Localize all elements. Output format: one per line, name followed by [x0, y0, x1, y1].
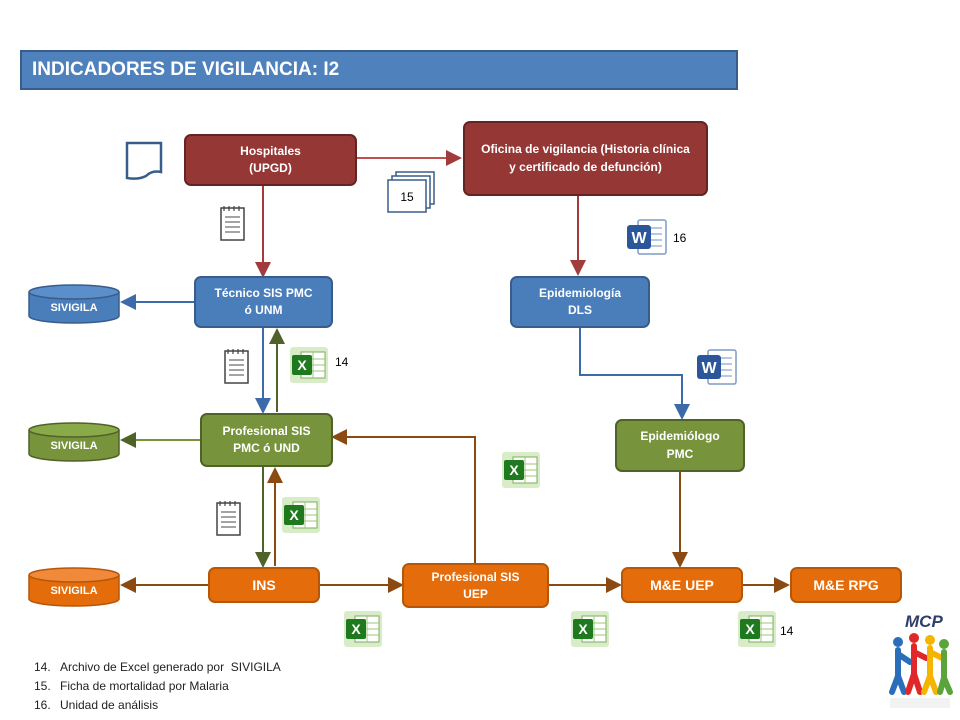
legend-number: 15.: [34, 679, 51, 693]
legend-item: 15. Ficha de mortalidad por Malaria: [34, 677, 281, 696]
database-icon: [28, 422, 120, 462]
node-oficina-vigilancia: Oficina de vigilancia (Historia clínica …: [463, 121, 708, 196]
stacked-forms-icon: 15: [386, 170, 438, 216]
database-icon: [28, 284, 120, 324]
svg-text:X: X: [289, 507, 299, 523]
mcp-logo-text: MCP: [905, 612, 943, 631]
database-sivigila-1: SIVIGILA: [27, 284, 121, 324]
legend-text: Archivo de Excel generado por SIVIGILA: [60, 660, 281, 674]
legend-number: 14.: [34, 660, 51, 674]
svg-text:X: X: [745, 621, 755, 637]
excel-icon: X: [502, 452, 540, 488]
svg-text:X: X: [297, 357, 307, 373]
annotation-16: 16: [673, 231, 687, 245]
page-title: INDICADORES DE VIGILANCIA: I2: [20, 50, 738, 90]
legend: 14. Archivo de Excel generado por SIVIGIL…: [34, 658, 281, 715]
legend-item: 14. Archivo de Excel generado por SIVIGIL…: [34, 658, 281, 677]
svg-text:X: X: [351, 621, 361, 637]
legend-text: Unidad de análisis: [60, 698, 159, 712]
svg-text:X: X: [509, 462, 519, 478]
excel-icon: X: [290, 347, 328, 383]
legend-number: 16.: [34, 698, 51, 712]
database-label: SIVIGILA: [50, 302, 98, 314]
blank-document-icon: [125, 141, 163, 180]
node-tecnico-sis: Técnico SIS PMC ó UNM: [194, 276, 333, 328]
legend-item: 16. Unidad de análisis: [34, 696, 281, 715]
notepad-icon: [216, 501, 241, 536]
notepad-icon: [220, 206, 245, 241]
notepad-icon: [224, 349, 249, 384]
database-sivigila-2: SIVIGILA: [27, 422, 121, 462]
node-hospitales: Hospitales (UPGD): [184, 134, 357, 186]
database-label: SIVIGILA: [50, 585, 98, 597]
node-profesional-sis-pmc: Profesional SIS PMC ó UND: [200, 413, 333, 467]
word-icon: W: [627, 219, 667, 255]
svg-text:W: W: [631, 230, 647, 247]
word-icon: W: [697, 349, 737, 385]
database-sivigila-3: SIVIGILA: [27, 567, 121, 607]
arrow-uep-profesional: [331, 429, 476, 564]
node-profesional-sis-uep: Profesional SIS UEP: [402, 563, 549, 608]
svg-text:X: X: [578, 621, 588, 637]
excel-icon: X: [282, 497, 320, 533]
excel-icon: X: [571, 611, 609, 647]
annotation-14-bottom: 14: [780, 624, 794, 638]
node-me-uep: M&E UEP: [621, 567, 743, 603]
annotation-14-top: 14: [335, 355, 349, 369]
database-icon: [28, 567, 120, 607]
svg-text:W: W: [701, 360, 717, 377]
forms-number: 15: [400, 190, 414, 204]
node-epidemiologia-dls: Epidemiología DLS: [510, 276, 650, 328]
arrow-dls-epidemiologo: [579, 328, 690, 420]
mcp-logo-icon: [889, 633, 953, 708]
node-ins: INS: [208, 567, 320, 603]
legend-text: Ficha de mortalidad por Malaria: [60, 679, 229, 693]
excel-icon: X: [738, 611, 776, 647]
node-epidemiologo-pmc: Epidemiólogo PMC: [615, 419, 745, 472]
node-me-rpg: M&E RPG: [790, 567, 902, 603]
database-label: SIVIGILA: [50, 440, 98, 452]
forms-stack-shape: [387, 171, 435, 213]
excel-icon: X: [344, 611, 382, 647]
